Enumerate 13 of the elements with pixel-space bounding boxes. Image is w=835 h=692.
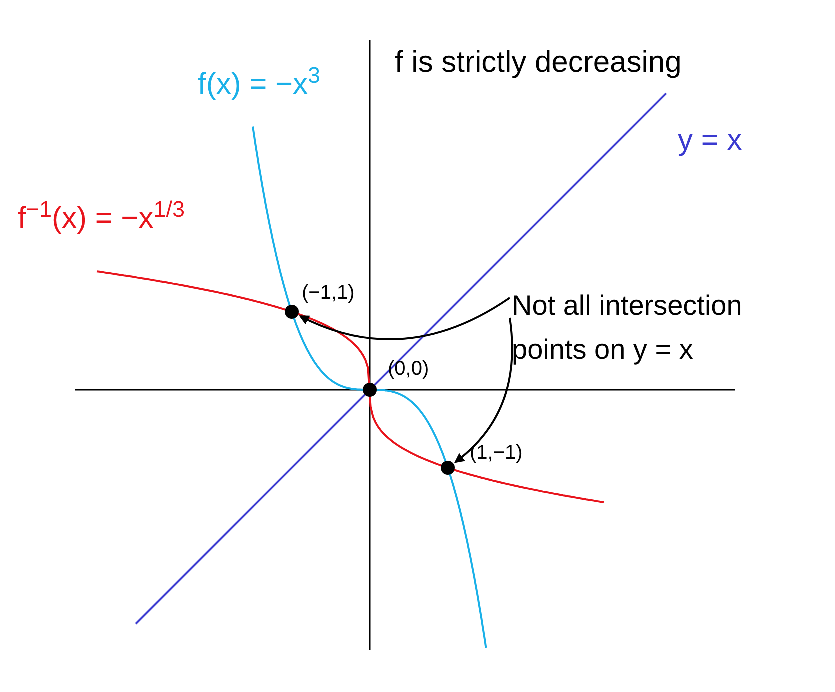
point-marker	[285, 305, 299, 319]
point-label: (0,0)	[388, 357, 430, 382]
point-label: (1,−1)	[470, 441, 523, 466]
curve-label: f$^{−1}$(x) = −x$^{1/3}$	[18, 196, 185, 237]
point-marker	[441, 461, 455, 475]
heading-text: f is strictly decreasing	[395, 45, 682, 81]
arrow	[454, 318, 514, 464]
point-marker	[363, 383, 377, 397]
arrow	[299, 297, 511, 340]
curve-label: y = x	[678, 123, 742, 159]
point-label: (−1,1)	[302, 281, 355, 306]
curve-label: f(x) = −x$^{3}$	[198, 62, 321, 103]
annotation-note: Not all intersection points on y = x	[512, 284, 812, 372]
